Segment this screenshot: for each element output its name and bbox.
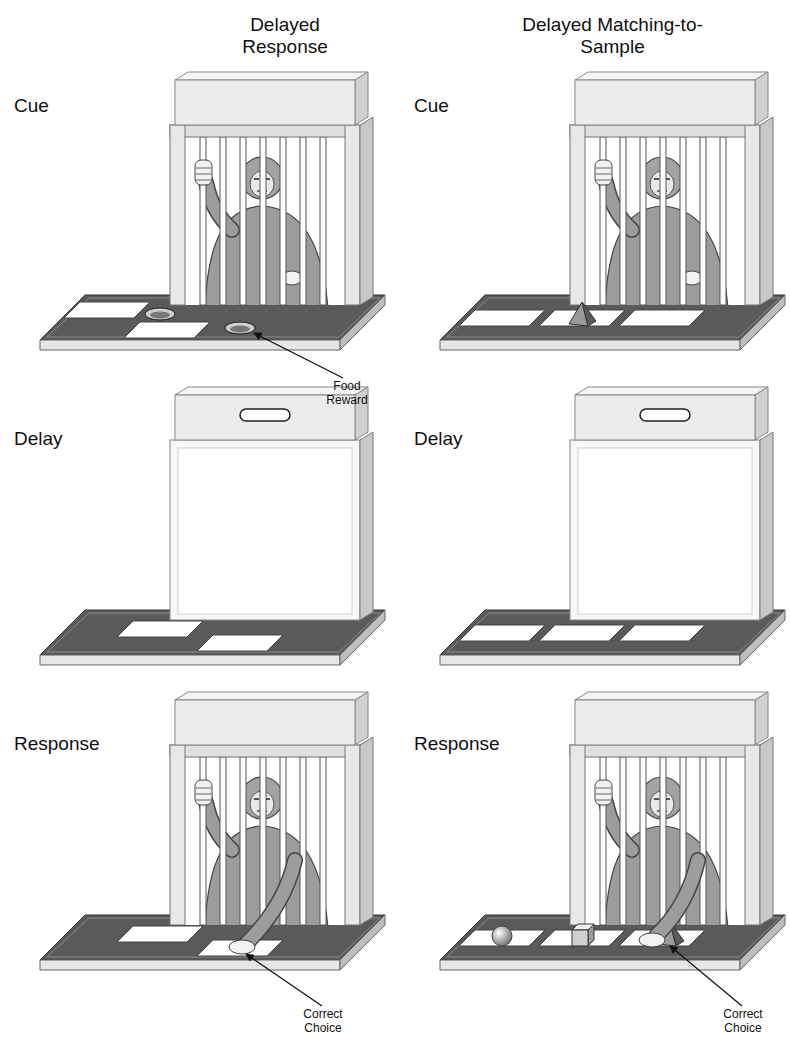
monkey-arm	[246, 860, 295, 944]
callout-label: Correct Choice	[292, 1008, 354, 1036]
monkey-fist	[595, 160, 612, 185]
cover-plaque	[197, 940, 283, 956]
cover-plaque	[117, 926, 203, 942]
cage-frame	[570, 117, 773, 305]
leader-arrow	[254, 333, 343, 378]
screen-housing	[575, 72, 768, 125]
cage-frame	[570, 737, 773, 925]
monkey-hand	[639, 933, 665, 947]
cover-plaque	[197, 635, 283, 651]
opaque-screen	[570, 432, 773, 620]
screen-handle	[640, 409, 690, 421]
screen-handle	[240, 409, 290, 421]
stage-label: Response	[414, 733, 524, 755]
cage-bars	[600, 137, 726, 305]
cage-bars	[200, 757, 326, 925]
cover-plaque	[619, 625, 705, 641]
opaque-screen	[170, 432, 373, 620]
cover-plaque	[459, 625, 545, 641]
stage-label: Cue	[414, 95, 494, 117]
callout-label: Correct Choice	[712, 1008, 774, 1036]
monkey-fist	[595, 780, 612, 805]
stage-label: Delay	[414, 428, 494, 450]
cover-plaque	[117, 621, 203, 637]
column-heading: Delayed Matching-to-Sample	[510, 14, 715, 58]
monkey-fist	[195, 160, 212, 185]
monkey-arm	[656, 860, 698, 936]
leader-arrow	[670, 946, 742, 1006]
cage-frame	[170, 737, 373, 925]
sphere-object	[492, 926, 512, 946]
delay-panel	[440, 387, 785, 665]
monkey-arm	[246, 860, 295, 944]
cover-plaque	[539, 625, 625, 641]
screen-housing	[175, 72, 368, 125]
stage-label: Delay	[14, 428, 94, 450]
cover-plaque	[64, 302, 150, 318]
callout-label: Food Reward	[318, 380, 376, 408]
cue-panel	[40, 72, 385, 350]
food-well	[145, 308, 175, 320]
cube-object	[572, 924, 594, 946]
monkey-arm	[656, 860, 698, 936]
stage-label: Cue	[14, 95, 94, 117]
column-heading: Delayed Response	[215, 14, 355, 58]
monkey-hand	[229, 940, 255, 954]
cage-bars	[600, 757, 726, 925]
cover-plaque	[459, 310, 545, 326]
stage-label: Response	[14, 733, 124, 755]
cue-panel	[440, 72, 785, 350]
cage-frame	[170, 117, 373, 305]
monkey-fist	[195, 780, 212, 805]
delay-panel	[40, 387, 385, 665]
pyramid-object	[569, 302, 596, 326]
leader-arrow	[246, 954, 322, 1006]
screen-housing	[175, 692, 368, 745]
screen-housing	[575, 692, 768, 745]
screen-housing	[575, 387, 768, 440]
food-well	[225, 322, 255, 334]
cage-bars	[200, 137, 326, 305]
cover-plaque	[124, 322, 210, 338]
cover-plaque	[619, 310, 705, 326]
